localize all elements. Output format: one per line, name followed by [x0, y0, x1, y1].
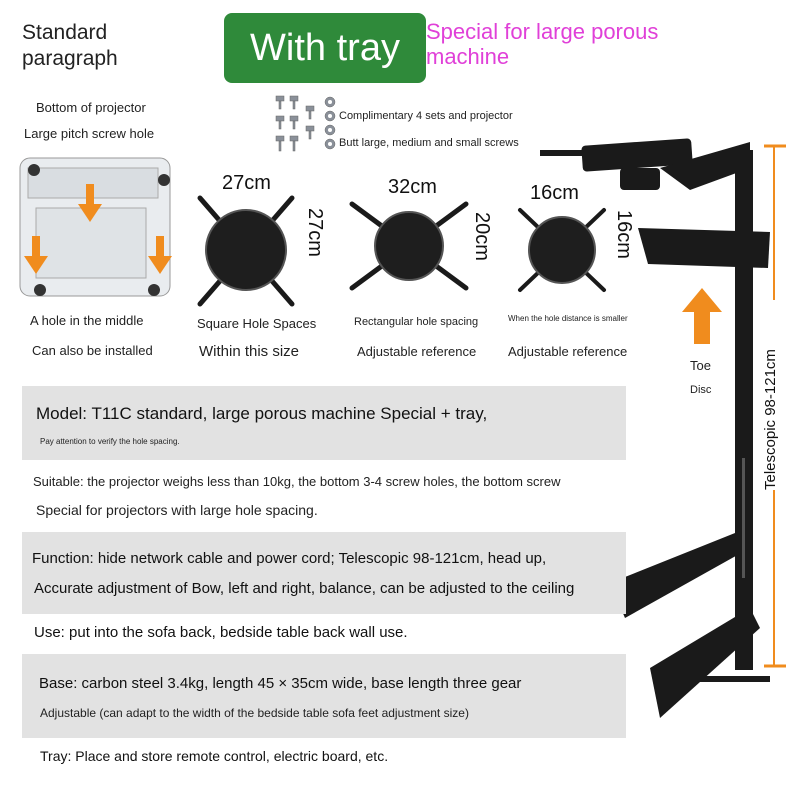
spec-model-row	[22, 386, 626, 460]
bracket-3-plate	[518, 208, 606, 292]
spec-function-row	[22, 532, 626, 614]
bracket-2-height: 20cm	[471, 212, 493, 261]
spec-base-2: Adjustable (can adapt to the width of th…	[40, 706, 469, 720]
spec-use: Use: put into the sofa back, bedside tab…	[34, 624, 408, 641]
spec-function-2: Accurate adjustment of Bow, left and rig…	[34, 580, 575, 597]
bracket-2-plate	[349, 201, 469, 291]
disc-label: Disc	[690, 384, 712, 396]
spec-model-note: Pay attention to verify the hole spacing…	[40, 437, 180, 446]
spec-base-row	[22, 654, 626, 738]
with-tray-banner: With tray	[224, 13, 426, 83]
bracket-2-label-1: Rectangular hole spacing	[354, 316, 479, 328]
bracket-2-width: 32cm	[388, 176, 437, 198]
spec-suitable-1: Suitable: the projector weighs less than…	[33, 474, 561, 489]
floor-stand-image	[540, 138, 770, 718]
projector-bottom-caption-1: A hole in the middle	[30, 313, 144, 328]
bracket-1-label-1: Square Hole Spaces	[197, 316, 317, 331]
special-large-porous-label: Special for large porous machine	[426, 19, 659, 69]
screws-caption-1: Complimentary 4 sets and projector	[339, 110, 513, 122]
standard-paragraph-label: Standard paragraph	[22, 21, 118, 70]
projector-caption-1: Bottom of projector	[36, 100, 146, 115]
toe-label: Toe	[690, 358, 711, 373]
toe-arrow-icon	[682, 288, 722, 344]
spec-model-text: Model: T11C standard, large porous machi…	[36, 404, 488, 423]
bracket-3-height: 16cm	[613, 210, 635, 259]
bracket-3-label-2: Adjustable reference	[508, 344, 628, 359]
bracket-1-width: 27cm	[222, 172, 271, 194]
spec-suitable-2: Special for projectors with large hole s…	[36, 502, 318, 518]
bracket-2-label-2: Adjustable reference	[357, 344, 477, 359]
bracket-3-width: 16cm	[530, 182, 579, 204]
bracket-1-height: 27cm	[304, 208, 326, 257]
screws-caption-2: Butt large, medium and small screws	[339, 137, 519, 149]
bracket-1-plate	[197, 195, 295, 307]
faint-overlay-text	[520, 66, 740, 78]
screws-icon	[275, 95, 336, 152]
projector-bottom-image	[19, 157, 172, 297]
spec-function-1: Function: hide network cable and power c…	[32, 550, 547, 567]
bracket-3-label-1: When the hole distance is smaller	[508, 314, 628, 323]
spec-tray: Tray: Place and store remote control, el…	[40, 748, 389, 764]
projector-bottom-caption-2: Can also be installed	[32, 343, 153, 358]
projector-caption-2: Large pitch screw hole	[24, 126, 155, 141]
telescopic-label: Telescopic 98-121cm	[762, 300, 790, 490]
bracket-1-label-2: Within this size	[199, 343, 300, 360]
spec-base-1: Base: carbon steel 3.4kg, length 45 × 35…	[39, 675, 522, 692]
